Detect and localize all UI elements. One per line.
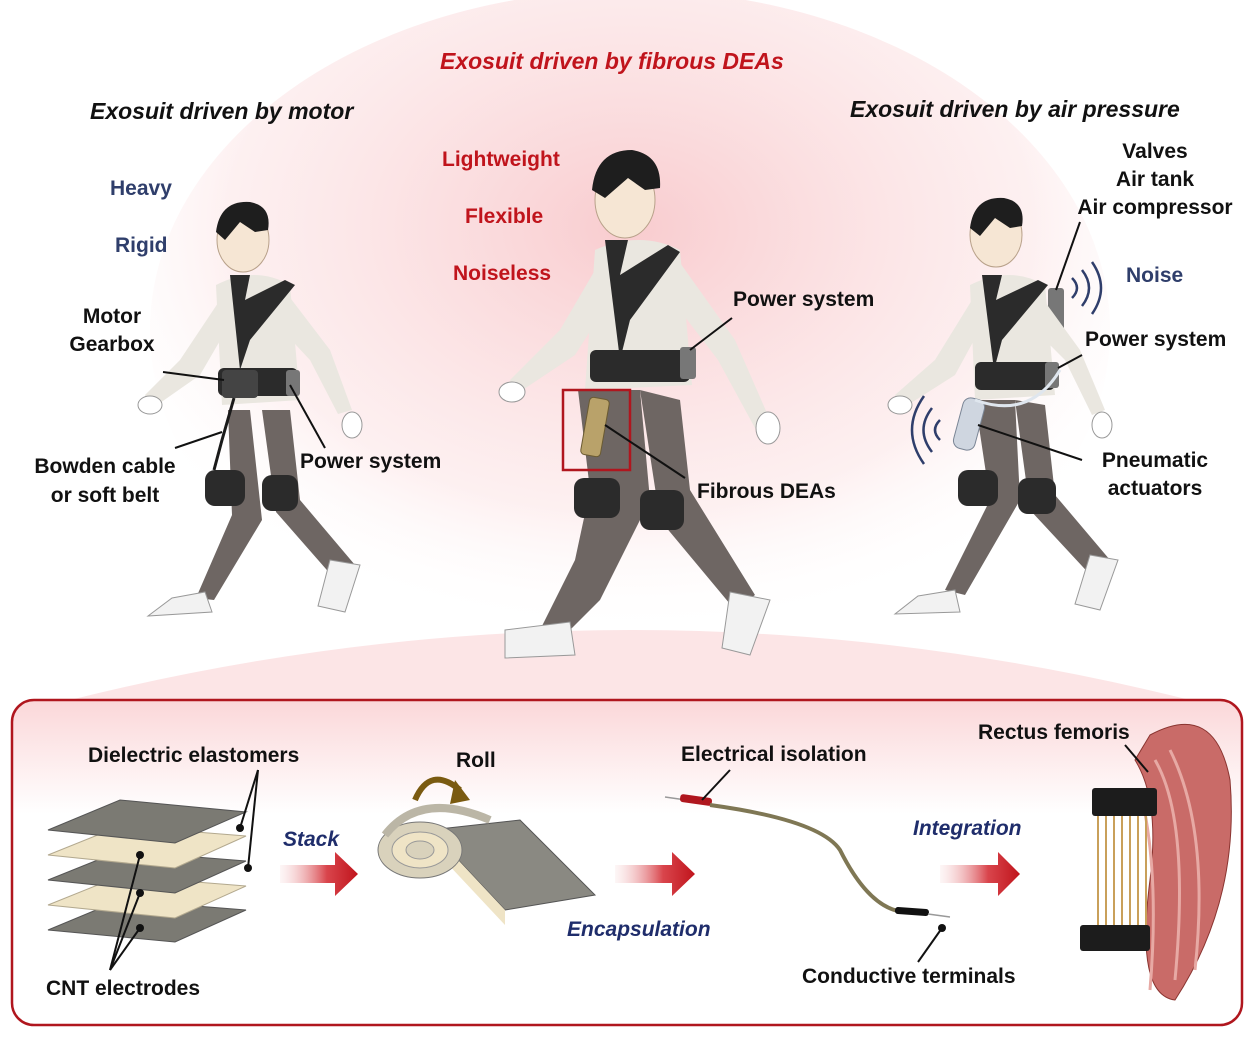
fiber-illustration [664, 794, 951, 918]
rectus-femoris-label: Rectus femoris [978, 721, 1130, 744]
fibrous-deas-label: Fibrous DEAs [697, 480, 836, 503]
pneumatic-label: Pneumatic [1101, 449, 1209, 472]
stack-step-label: Stack [283, 828, 340, 851]
conductive-terminals-label: Conductive terminals [802, 965, 1016, 988]
dea-exosuit-figure [498, 150, 781, 659]
roll-label: Roll [456, 749, 496, 772]
motor-leader-lines [162, 371, 326, 449]
dea-property-flexible: Flexible [465, 205, 544, 228]
fibrous-dea-highlight-box [561, 388, 632, 472]
air-leader-lines [977, 221, 1083, 461]
air-power-system-label: Power system [1085, 328, 1227, 351]
air-compressor-label: Air compressor [1077, 196, 1233, 219]
motor-title: Exosuit driven by motor [90, 98, 354, 124]
air-exosuit-figure [887, 197, 1119, 615]
dea-property-noiseless: Noiseless [453, 262, 552, 285]
stacked-layers-illustration [47, 799, 248, 943]
air-title: Exosuit driven by air pressure [850, 96, 1180, 122]
encapsulation-arrow [615, 852, 695, 896]
stack-arrow [280, 852, 358, 896]
motor-exosuit-figure [137, 201, 363, 617]
valves-label: Valves [1122, 140, 1188, 163]
dea-leader-lines [604, 317, 733, 479]
bowden-cable-label: Bowden cable [34, 455, 176, 478]
motor-property-rigid: Rigid [115, 234, 168, 257]
muscle-illustration [1080, 723, 1232, 1001]
encapsulation-step-label: Encapsulation [567, 918, 711, 941]
air-tank-label: Air tank [1115, 168, 1195, 191]
actuators-label: actuators [1107, 477, 1203, 500]
fiber-leader-lines [701, 769, 943, 963]
soft-belt-label: or soft belt [50, 484, 160, 507]
process-frame [10, 698, 1244, 1027]
electrical-isolation-label: Electrical isolation [681, 743, 867, 766]
cnt-electrodes-label: CNT electrodes [46, 977, 201, 1000]
motor-power-system-label: Power system [300, 450, 442, 473]
air-property-noise: Noise [1126, 264, 1184, 287]
roll-arrow-icon [450, 780, 470, 804]
motor-property-heavy: Heavy [110, 177, 172, 200]
stack-leader-lines [109, 769, 259, 971]
gearbox-label: Gearbox [69, 333, 155, 356]
integration-arrow [940, 852, 1020, 896]
main-title: Exosuit driven by fibrous DEAs [440, 48, 784, 74]
noise-waves [910, 261, 1103, 465]
motor-label: Motor [82, 305, 142, 328]
rolled-sheet-illustration [377, 776, 597, 925]
dielectric-elastomers-label: Dielectric elastomers [88, 744, 300, 767]
dea-property-lightweight: Lightweight [442, 148, 560, 171]
dea-power-system-label: Power system [733, 288, 875, 311]
integration-step-label: Integration [913, 817, 1022, 840]
